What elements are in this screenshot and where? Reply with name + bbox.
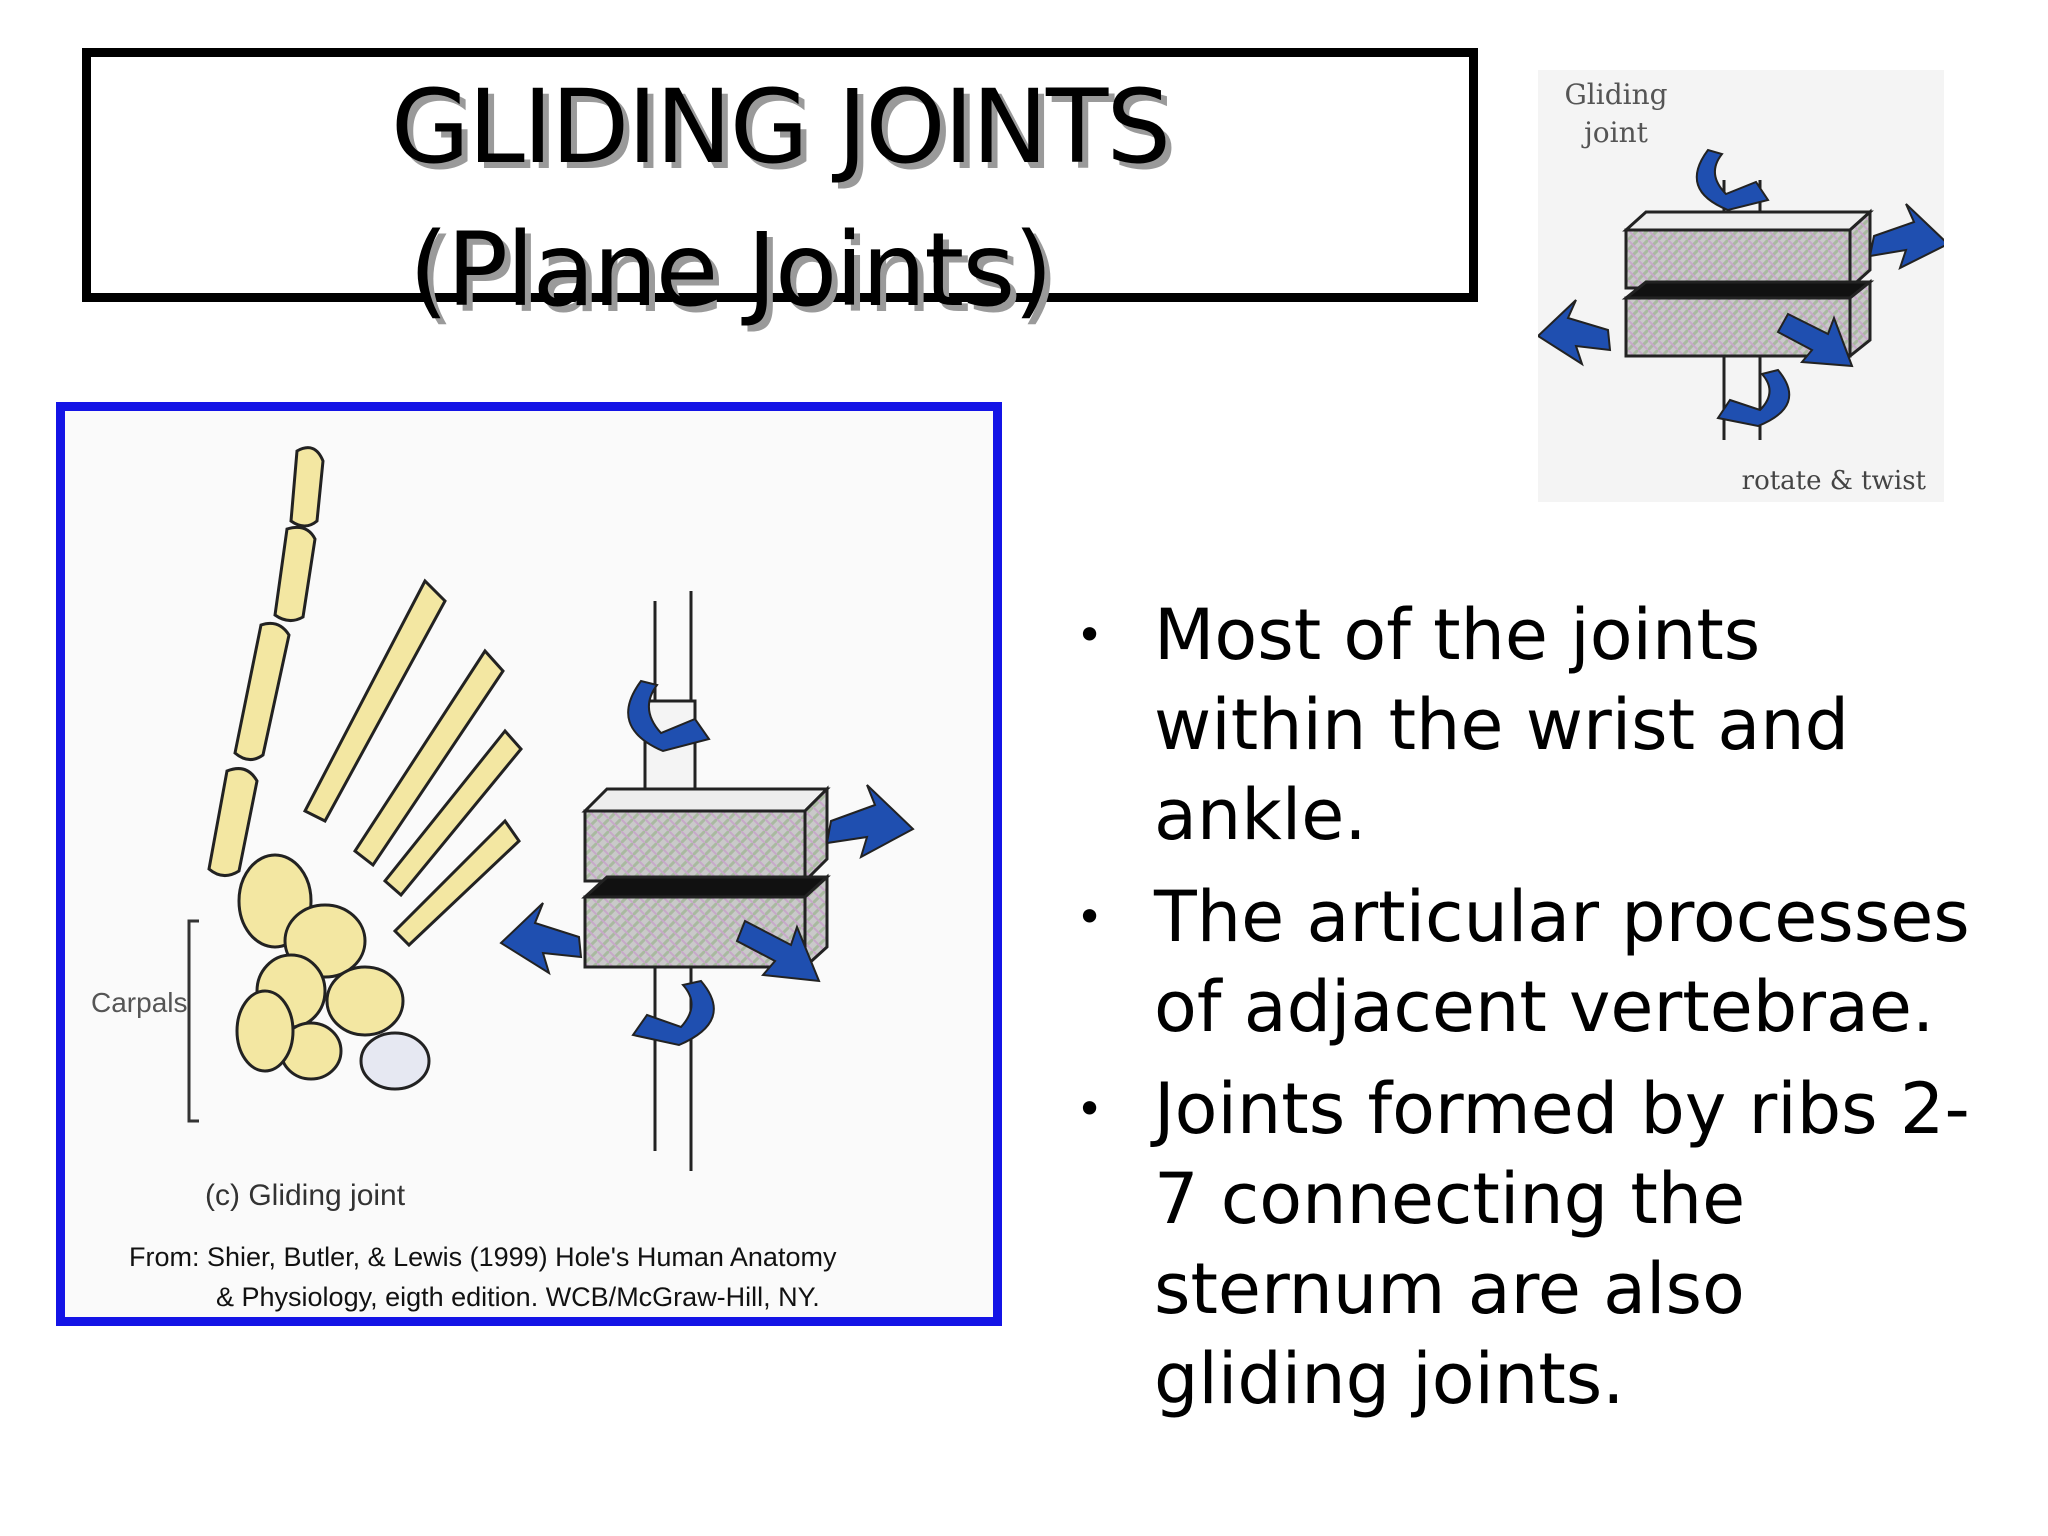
bullet-item: • The articular processes of adjacent ver… xyxy=(1068,872,1988,1052)
gliding-joint-icon xyxy=(1538,148,1944,440)
bullet-text: Joints formed by ribs 2-7 connecting the… xyxy=(1154,1068,1970,1420)
bullet-icon: • xyxy=(1076,1082,1104,1136)
mini-diagram-caption: rotate & twist xyxy=(1741,466,1926,496)
gliding-joint-mini-diagram: Gliding joint rotate & twist xyxy=(1538,70,1944,502)
carpals-label: Carpals xyxy=(91,987,188,1018)
hand-bones-illustration xyxy=(187,446,915,1171)
citation-line-2: & Physiology, eigth edition. WCB/McGraw-… xyxy=(216,1282,820,1312)
mini-diagram-label: Gliding joint xyxy=(1564,78,1668,149)
bullet-item: • Joints formed by ribs 2-7 connecting th… xyxy=(1068,1064,1988,1424)
bullet-icon: • xyxy=(1076,608,1104,662)
title-box: GLIDING JOINTS (Plane Joints) xyxy=(82,48,1478,322)
bullet-text: The articular processes of adjacent vert… xyxy=(1154,876,1970,1048)
bullet-text: Most of the joints within the wrist and … xyxy=(1154,594,1850,856)
title-line-2: (Plane Joints) xyxy=(408,211,1053,330)
citation-line-1: From: Shier, Butler, & Lewis (1999) Hole… xyxy=(129,1242,837,1272)
title-line-1: GLIDING JOINTS xyxy=(390,68,1171,187)
bullet-list: • Most of the joints within the wrist and… xyxy=(1068,590,1988,1436)
bullet-item: • Most of the joints within the wrist and… xyxy=(1068,590,1988,860)
anatomy-figure: Carpals (c) Gliding joint From: Shier, B… xyxy=(56,402,1002,1326)
figure-citation: From: Shier, Butler, & Lewis (1999) Hole… xyxy=(129,1237,949,1317)
figure-caption: (c) Gliding joint xyxy=(205,1179,406,1212)
bullet-icon: • xyxy=(1076,890,1104,944)
